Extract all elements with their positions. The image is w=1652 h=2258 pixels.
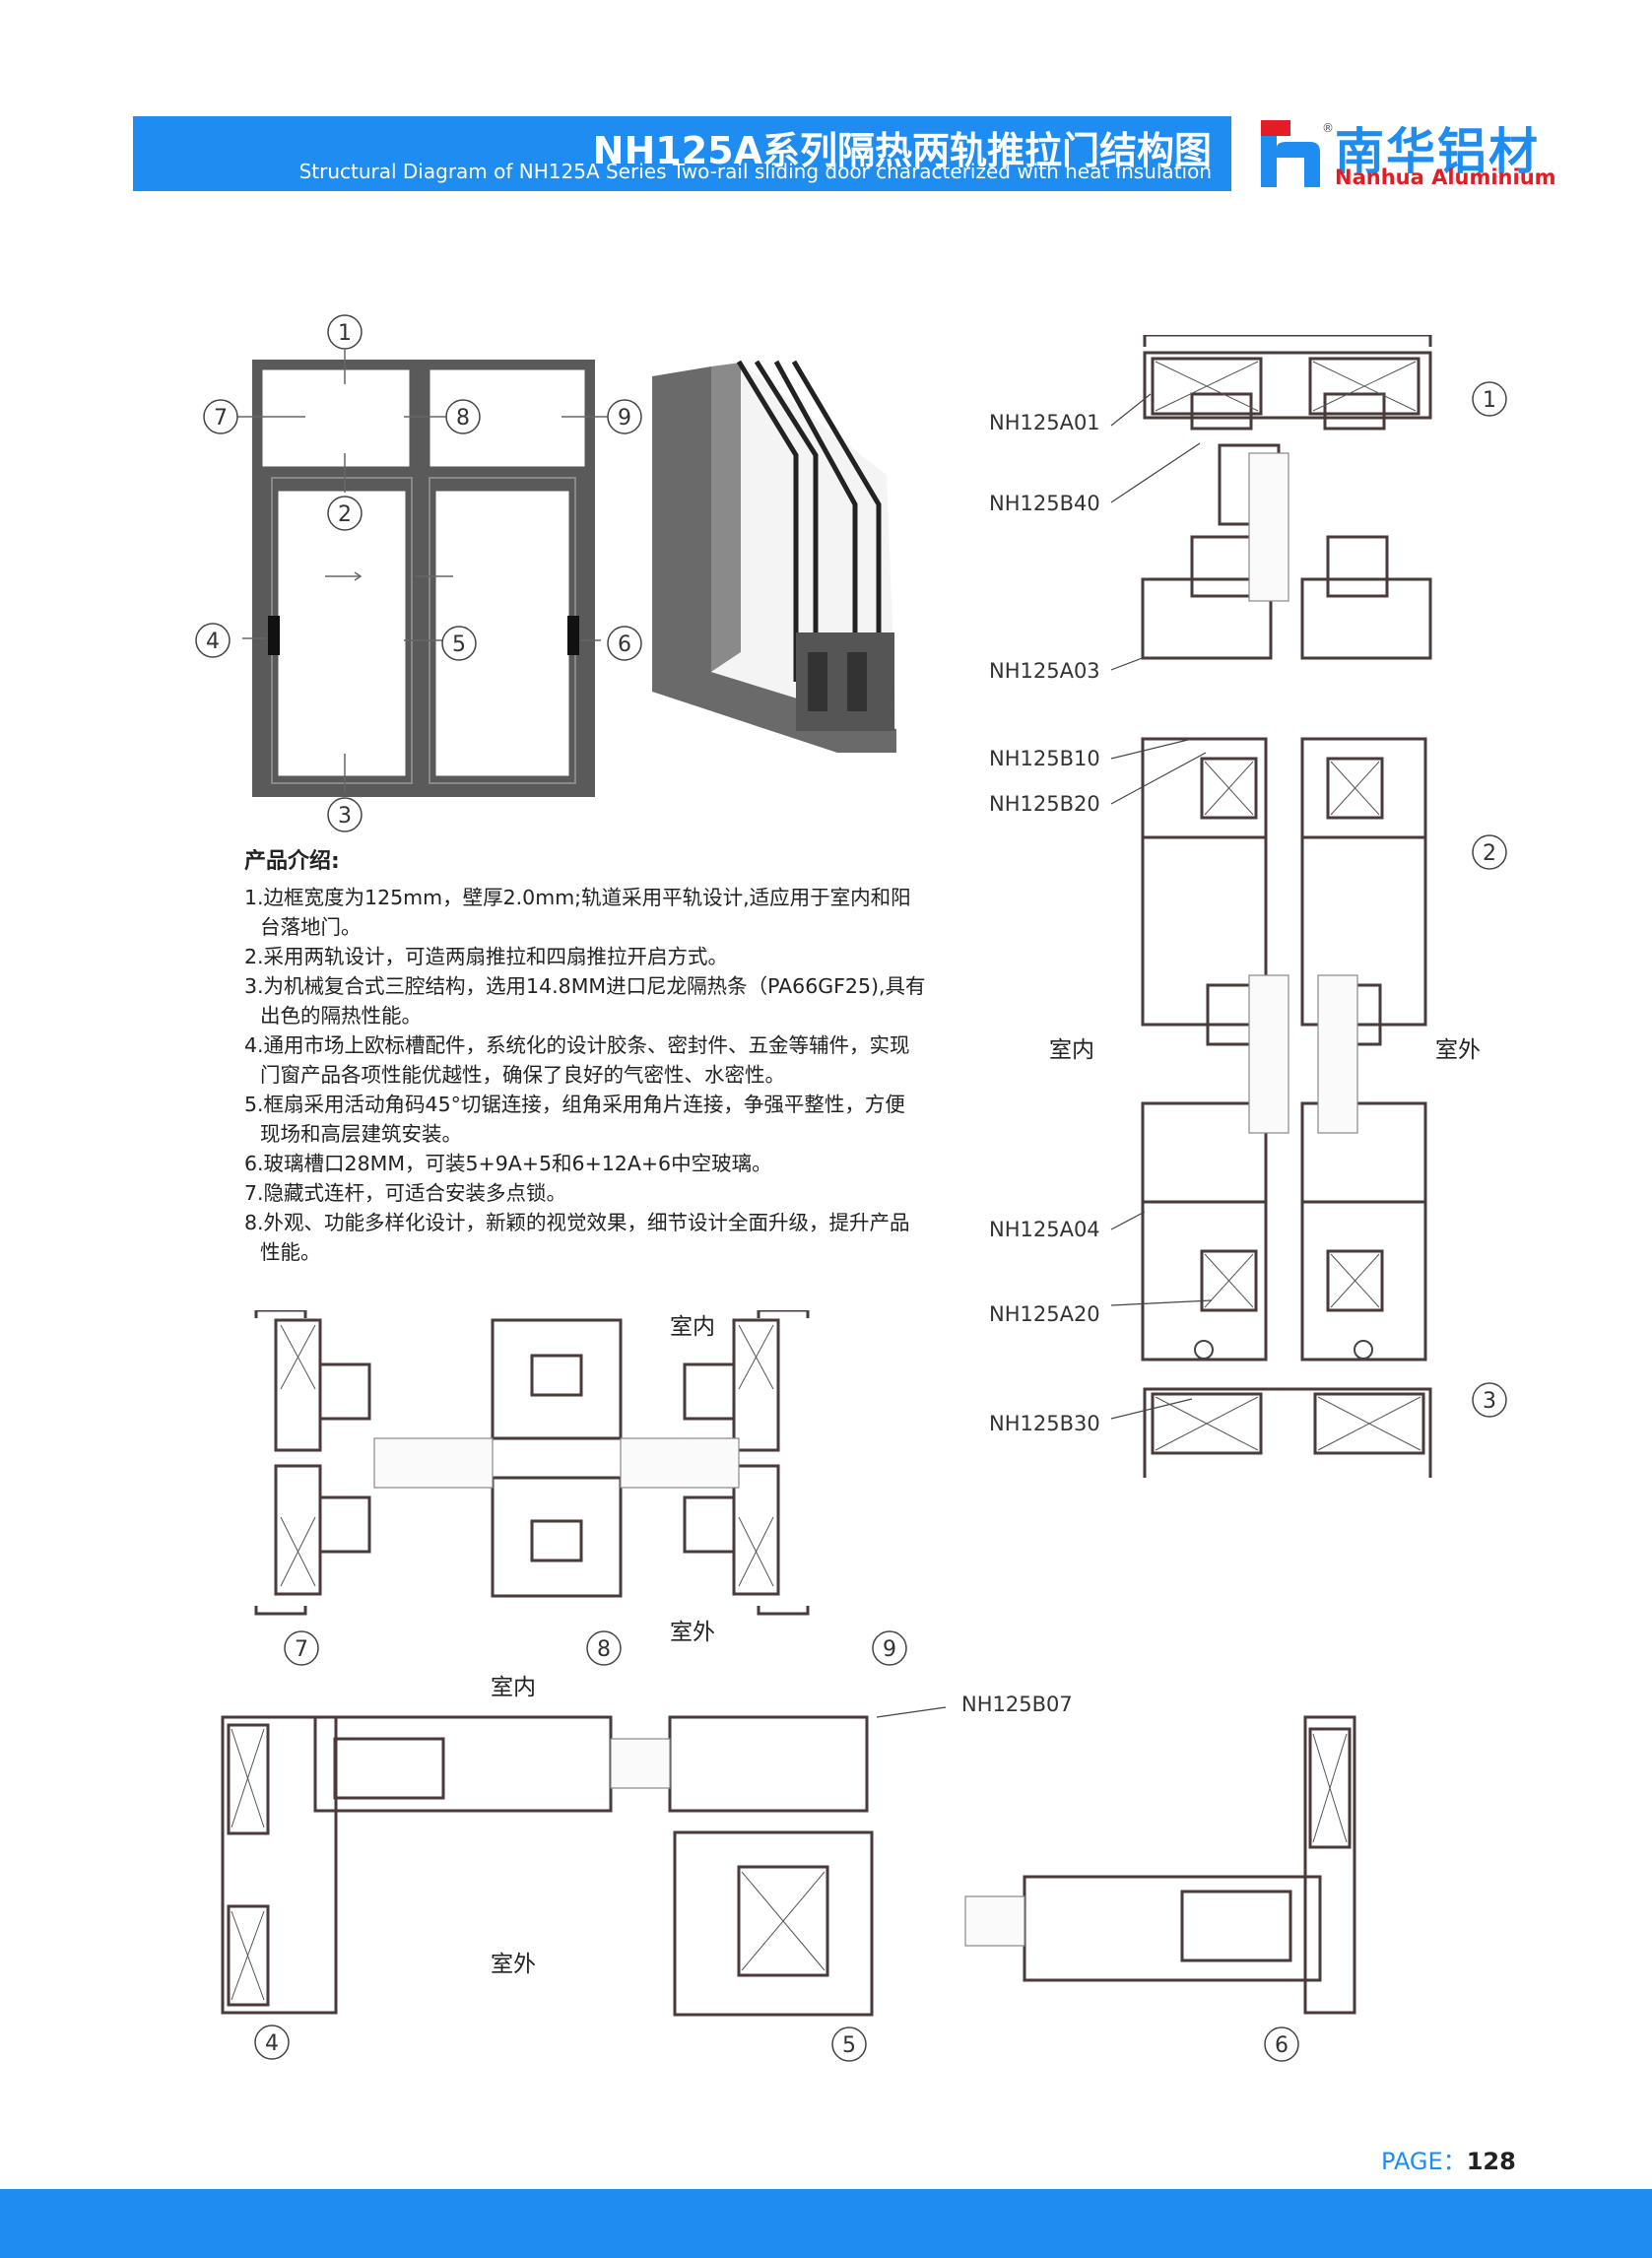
brand-name-en: Nanhua Aluminium: [1335, 166, 1556, 189]
page-title: NH125A系列隔热两轨推拉门结构图: [592, 129, 1212, 172]
header-banner: NH125A系列隔热两轨推拉门结构图 Structural Diagram of…: [133, 116, 1231, 191]
callout-1: 1: [1483, 388, 1496, 413]
intro-item-continued: 性能。: [260, 1240, 321, 1264]
label-NH125A04: NH125A04: [989, 1218, 1100, 1241]
indoor-label: 室内: [670, 1314, 715, 1340]
callout-6: 6: [618, 632, 631, 657]
callout-8: 8: [456, 406, 470, 431]
label-NH125B40: NH125B40: [989, 492, 1100, 515]
label-NH125B20: NH125B20: [989, 792, 1100, 816]
page-number: 128: [1466, 2148, 1516, 2175]
corner-profile-3d-image: [652, 360, 896, 753]
transom-section-diagram: 室内 室外 7 8 9: [254, 1310, 907, 1666]
page-label: PAGE：: [1381, 2148, 1467, 2175]
callout-1: 1: [338, 321, 352, 346]
callout-4: 4: [206, 630, 220, 654]
outdoor-label: 室外: [670, 1620, 715, 1645]
callout-9: 9: [618, 406, 631, 431]
callout-4: 4: [265, 2031, 279, 2056]
intro-item: 1.边框宽度为125mm，壁厚2.0mm;轨道采用平轨设计,适应用于室内和阳: [244, 886, 911, 909]
label-NH125B30: NH125B30: [989, 1412, 1100, 1435]
callout-3: 3: [1483, 1389, 1496, 1414]
label-NH125B07: NH125B07: [961, 1693, 1073, 1716]
callout-8: 8: [597, 1637, 611, 1662]
indoor-label: 室内: [1049, 1037, 1094, 1063]
registered-mark: ®: [1322, 121, 1334, 135]
callout-2: 2: [338, 502, 352, 527]
brand-logo-icon: ®: [1261, 120, 1334, 187]
intro-item: 8.外观、功能多样化设计，新颖的视觉效果，细节设计全面升级，提升产品: [244, 1211, 910, 1234]
horizontal-section-diagram: NH125B07 室内 室外 4 5 6: [221, 1675, 1356, 2062]
intro-item-continued: 现场和高层建筑安装。: [260, 1122, 462, 1146]
callout-6: 6: [1275, 2033, 1289, 2058]
outdoor-label: 室外: [491, 1952, 536, 1977]
page-subtitle: Structural Diagram of NH125A Series Two-…: [298, 160, 1212, 183]
door-elevation-diagram: 1 2 3 4 5 7 8: [195, 314, 611, 832]
callout-2: 2: [1483, 841, 1496, 866]
vertical-section-diagram: NH125A01 NH125B40 NH125A03 NH125B10 NH12…: [989, 335, 1507, 1478]
intro-item: 3.为机械复合式三腔结构，选用14.8MM进口尼龙隔热条（PA66GF25),具…: [244, 974, 926, 998]
callout-5: 5: [842, 2033, 856, 2058]
product-intro: 产品介绍: 1.边框宽度为125mm，壁厚2.0mm;轨道采用平轨设计,适应用于…: [244, 847, 973, 1267]
intro-item: 2.采用两轨设计，可造两扇推拉和四扇推拉开启方式。: [244, 945, 729, 968]
outdoor-label: 室外: [1435, 1037, 1481, 1063]
label-NH125B10: NH125B10: [989, 747, 1100, 770]
intro-item: 4.通用市场上欧标槽配件，系统化的设计胶条、密封件、五金等辅件，实现: [244, 1033, 910, 1057]
callout-5: 5: [452, 632, 466, 657]
intro-item: 7.隐藏式连杆，可适合安装多点锁。: [244, 1181, 567, 1205]
footer-bar: [0, 2189, 1652, 2258]
brand-name-cn: 南华铝材: [1335, 123, 1540, 180]
callout-9: 9: [883, 1637, 896, 1662]
label-NH125A01: NH125A01: [989, 411, 1100, 434]
callout-3: 3: [338, 804, 352, 829]
intro-item: 6.玻璃槽口28MM，可装5+9A+5和6+12A+6中空玻璃。: [244, 1152, 772, 1175]
label-NH125A03: NH125A03: [989, 659, 1100, 683]
intro-item-continued: 台落地门。: [260, 915, 362, 939]
callout-7: 7: [295, 1637, 308, 1662]
intro-title: 产品介绍:: [244, 849, 340, 874]
label-NH125A20: NH125A20: [989, 1302, 1100, 1326]
door-elevation-right-callouts: 9 6: [607, 399, 642, 661]
callout-7: 7: [214, 406, 228, 431]
intro-item-continued: 出色的隔热性能。: [260, 1004, 422, 1028]
indoor-label: 室内: [491, 1675, 536, 1700]
page-indicator: PAGE：128: [1381, 2142, 1516, 2176]
intro-item: 5.框扇采用活动角码45°切锯连接，组角采用角片连接，争强平整性，方便: [244, 1093, 905, 1116]
intro-item-continued: 门窗产品各项性能优越性，确保了良好的气密性、水密性。: [260, 1063, 785, 1087]
